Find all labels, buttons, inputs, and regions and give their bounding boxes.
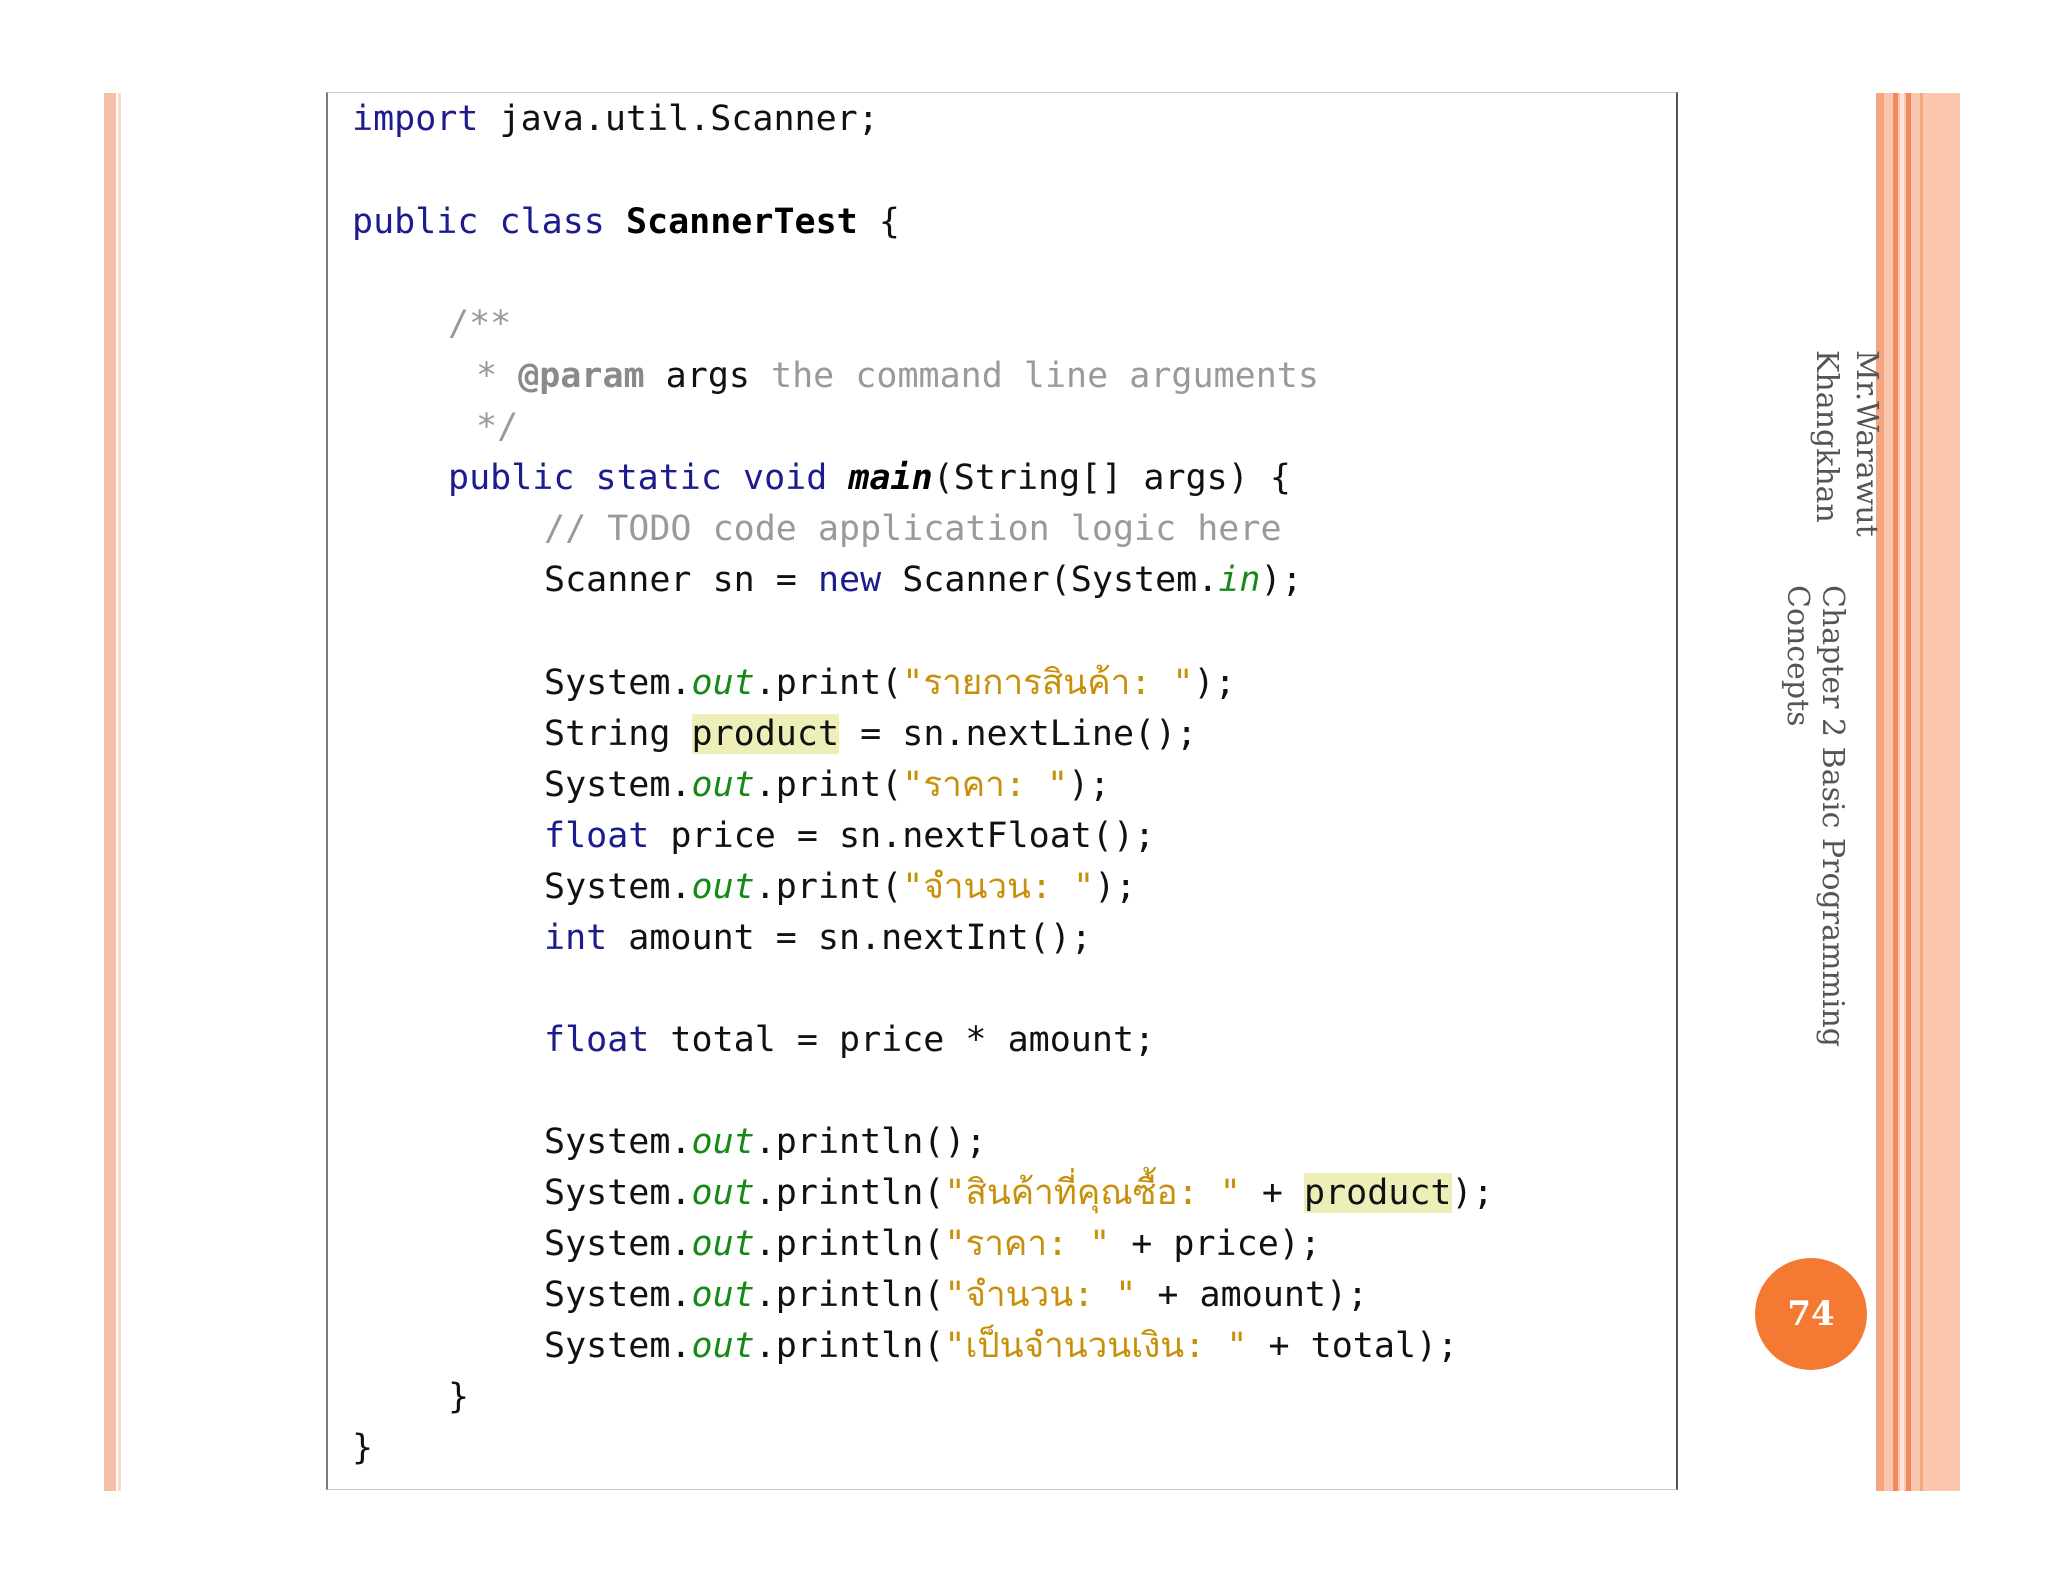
left-decor-bar	[104, 93, 116, 1491]
code-line: }	[352, 1428, 374, 1468]
chapter-title: Chapter 2 Basic Programming Concepts	[1780, 585, 1850, 1047]
code-line: System.out.println("จำนวน: " + amount);	[544, 1275, 1369, 1315]
code-line: String product = sn.nextLine();	[544, 714, 1198, 754]
code-line: * @param args the command line arguments	[476, 356, 1319, 396]
author-name: Mr.Warawut Khangkhan	[1806, 350, 1886, 550]
code-line: float price = sn.nextFloat();	[544, 816, 1156, 856]
page-number-badge: 74	[1755, 1258, 1867, 1370]
code-line: public class ScannerTest {	[352, 202, 900, 242]
code-line: int amount = sn.nextInt();	[544, 918, 1092, 958]
stripe	[1893, 93, 1898, 1491]
code-line: float total = price * amount;	[544, 1020, 1156, 1060]
stripe	[1900, 93, 1904, 1491]
code-line: System.out.println("เป็นจำนวนเงิน: " + t…	[544, 1326, 1459, 1366]
author-line-2: Khangkhan	[1809, 350, 1844, 523]
right-decor-stripes	[1876, 93, 1960, 1491]
code-line: */	[476, 407, 519, 447]
code-line: import java.util.Scanner;	[352, 99, 879, 139]
code-line: /**	[448, 304, 512, 344]
code-screenshot: import java.util.Scanner; public class S…	[326, 92, 1678, 1490]
left-decor-bar-thin	[118, 93, 121, 1491]
author-line-1: Mr.Warawut	[1849, 350, 1884, 537]
code-line: Scanner sn = new Scanner(System.in);	[544, 560, 1303, 600]
code-line: System.out.print("จำนวน: ");	[544, 867, 1137, 907]
code-line: System.out.print("รายการสินค้า: ");	[544, 663, 1236, 703]
code-line: }	[448, 1377, 470, 1417]
code-line: // TODO code application logic here	[544, 509, 1282, 549]
code-line: System.out.println("ราคา: " + price);	[544, 1224, 1321, 1264]
code-line: System.out.print("ราคา: ");	[544, 765, 1111, 805]
code-line: System.out.println("สินค้าที่คุณซื้อ: " …	[544, 1173, 1494, 1213]
stripe	[1920, 93, 1923, 1491]
stripe	[1876, 93, 1884, 1491]
stripe	[1906, 93, 1911, 1491]
code-line: System.out.println();	[544, 1122, 987, 1162]
code-line: public static void main(String[] args) {	[448, 458, 1291, 498]
page-number: 74	[1787, 1294, 1835, 1334]
